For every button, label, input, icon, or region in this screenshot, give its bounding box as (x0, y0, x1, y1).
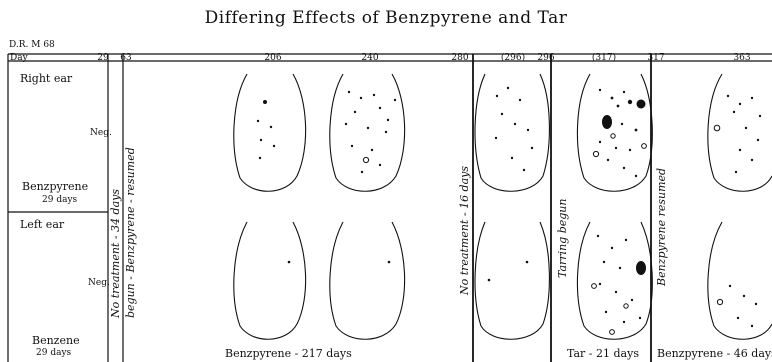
benzpyrene-group-label: Benzpyrene (22, 180, 88, 193)
day-296-paren: (296) (501, 53, 525, 63)
day-206: 206 (264, 53, 281, 63)
ear-outline-317-bottom (577, 222, 652, 339)
tarring-begun-annotation: Tarring begun (556, 199, 569, 278)
day-363: 363 (733, 53, 750, 63)
day-29: 29 (97, 53, 108, 63)
day-296: 296 (537, 53, 554, 63)
no-treatment-34-annotation: No treatment - 34 days (109, 189, 122, 318)
left-ear-label: Left ear (20, 218, 64, 231)
benzpyrene-217-label: Benzpyrene - 217 days (225, 347, 352, 360)
day-317-paren: (317) (592, 53, 616, 63)
benzpyrene-resumed-annotation: Benzpyrene resumed (655, 168, 668, 286)
neg-bottom-label: Neg. (88, 278, 110, 288)
ear-outline-363-top (708, 74, 772, 191)
benzpyrene-group-days: 29 days (42, 195, 77, 205)
neg-top-label: Neg. (90, 128, 112, 138)
day-317: 317 (647, 53, 664, 63)
tar-21-label: Tar - 21 days (567, 347, 639, 360)
day-280: 280 (451, 53, 468, 63)
ear-outline-240-top (330, 74, 405, 191)
day-240: 240 (361, 53, 378, 63)
right-ear-label: Right ear (20, 72, 72, 85)
ear-outline-240-bottom (330, 222, 405, 339)
benzpyrene-46-label: Benzpyrene - 46 days (657, 347, 772, 360)
ear-outline-280-bottom (475, 222, 549, 339)
ear-outline-206-top (234, 74, 306, 191)
lesion-dots (257, 87, 761, 327)
ear-outline-280-top (475, 74, 549, 191)
day-header-label: Day (10, 53, 28, 63)
specimen-id: D.R. M 68 (9, 40, 55, 50)
begun-resumed-annotation: begun - Benzpyrene - resumed (124, 147, 137, 318)
ear-outline-206-bottom (234, 222, 306, 339)
no-treatment-16-annotation: No treatment - 16 days (458, 166, 471, 295)
benzene-group-label: Benzene (32, 334, 80, 347)
ear-outline-363-bottom (708, 222, 772, 339)
day-63: 63 (120, 53, 131, 63)
ear-outline-317-top (577, 74, 652, 191)
benzene-group-days: 29 days (36, 348, 71, 358)
